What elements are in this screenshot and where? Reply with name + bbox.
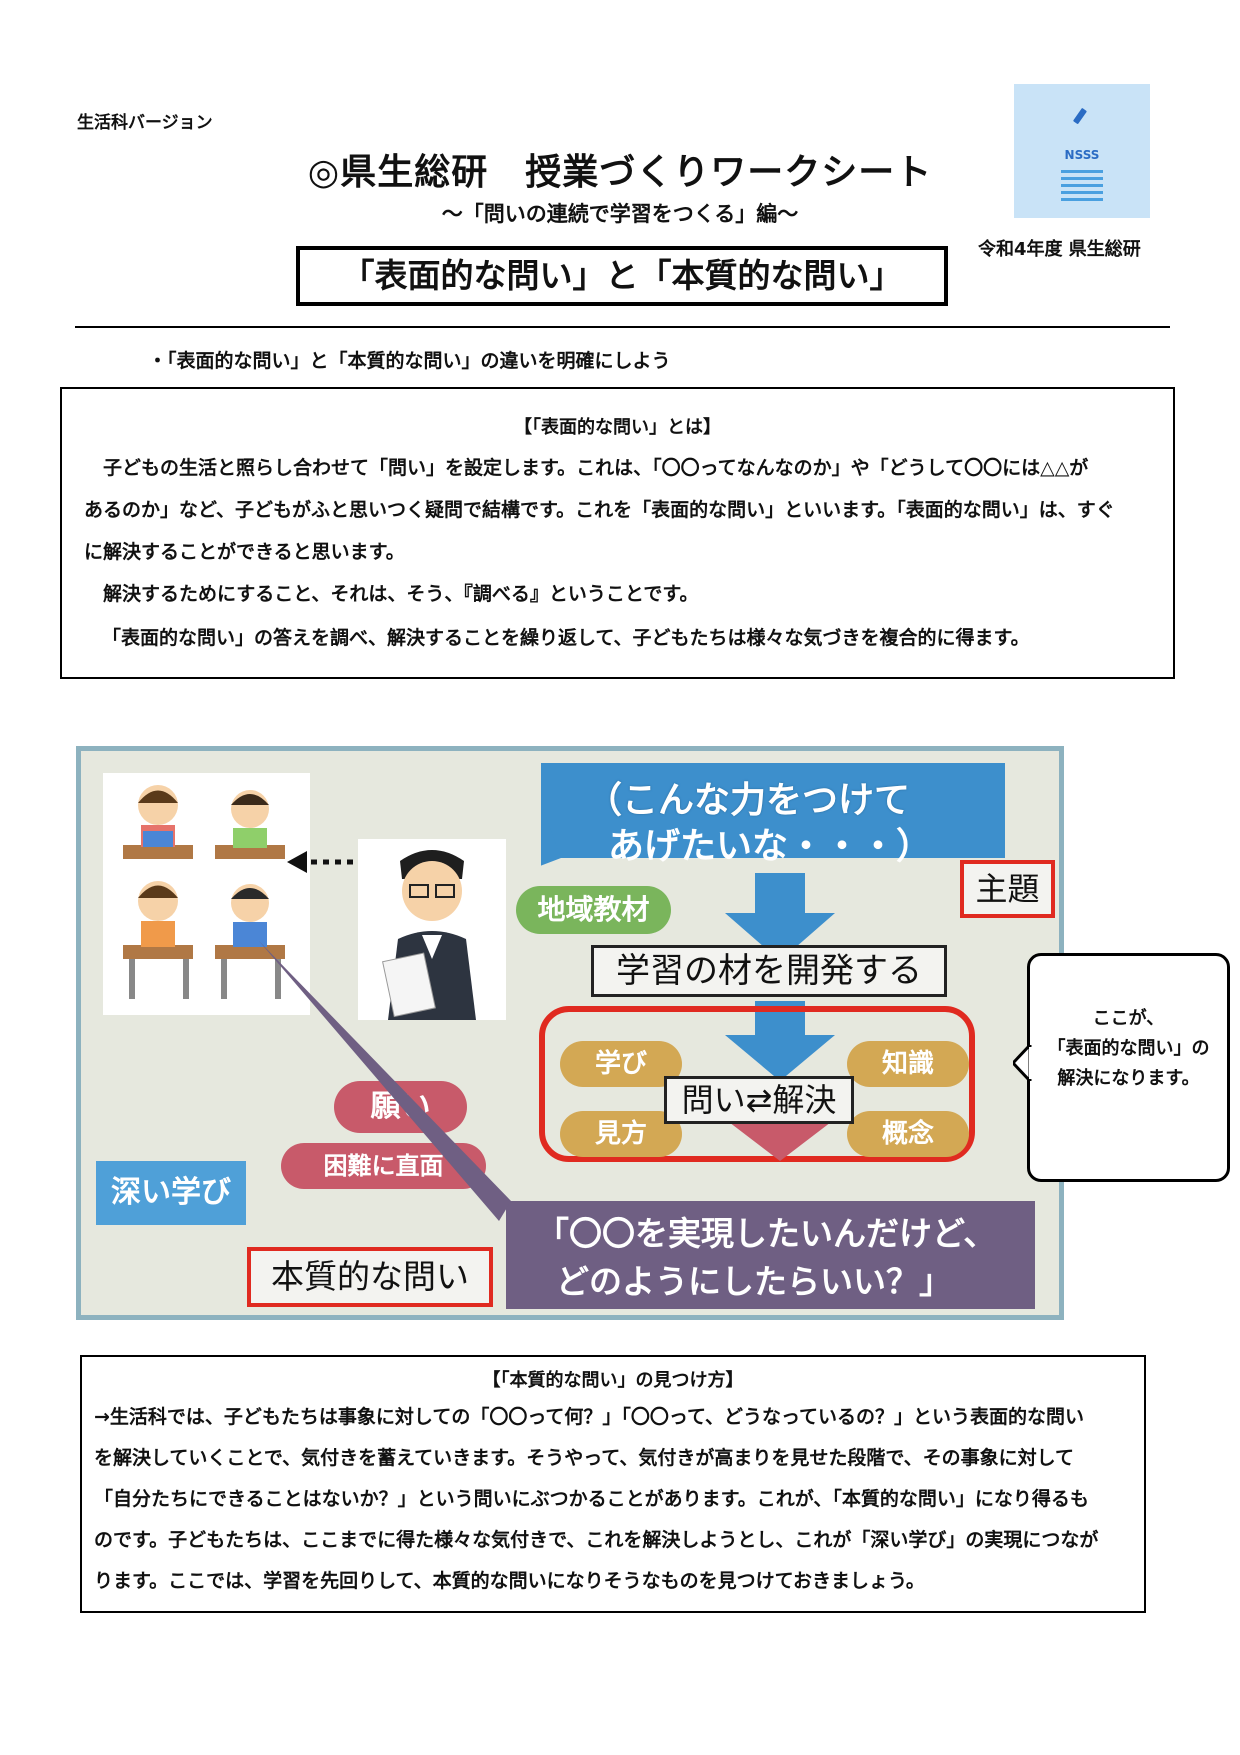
students-illustration: [103, 773, 310, 1015]
surface-box-line: 「表面的な問い」の答えを調べ、解決することを繰り返して、子どもたちは様々な気づき…: [102, 627, 1030, 649]
topic-heading: 「表面的な問い」と「本質的な問い」: [296, 246, 948, 306]
manabi-label: 学び: [560, 1041, 682, 1087]
essential-question-label: 本質的な問い: [247, 1247, 493, 1307]
deep-learning-label: 深い学び: [96, 1161, 246, 1225]
theme-label: 主題: [960, 860, 1055, 918]
surface-box-line: 子どもの生活と照らし合わせて「問い」を設定します。これは、「〇〇ってなんなのか」…: [84, 457, 1089, 479]
local-material-label: 地域教材: [516, 886, 671, 934]
chishiki-label: 知識: [847, 1041, 969, 1087]
goal-text-line2: あげたいな・・・）: [608, 826, 933, 867]
organization-label: 令和4年度 県生総研: [978, 239, 1141, 260]
callout-line: ここが、: [1092, 1008, 1165, 1029]
essential-box-line: →生活科では、子どもたちは事象に対しての「〇〇って何？」「〇〇って、どうなってい…: [94, 1406, 1085, 1428]
surface-box-heading: 【「表面的な問い」とは】: [514, 417, 721, 438]
essential-box-line: を解決していくことで、気付きを蓄えていきます。そうやって、気付きが高まりを見せた…: [94, 1447, 1075, 1469]
essential-box-line: ります。ここでは、学習を先回りして、本質的な問いになりそうなものを見つけておきま…: [94, 1570, 925, 1592]
essential-question-quote-box: [506, 1201, 1035, 1309]
essential-box-heading: 【「本質的な問い」の見つけ方】: [482, 1370, 744, 1391]
question-solution-frame: [539, 1006, 975, 1162]
intro-bullet: ・「表面的な問い」と「本質的な問い」の違いを明確にしよう: [148, 350, 671, 372]
goal-banner: [541, 763, 1005, 866]
page-title: ◎県生総研 授業づくりワークシート: [307, 152, 933, 193]
essential-box-line: 「自分たちにできることはないか？」という問いにぶつかることがあります。これが、「…: [94, 1488, 1089, 1510]
surface-box-line: 解決するためにすること、それは、そう、『調べる』ということです。: [84, 583, 699, 605]
gainen-label: 概念: [847, 1111, 969, 1157]
question-solution-label: 問い⇄解決: [664, 1076, 854, 1124]
essential-box-line: のです。子どもたちは、ここまでに得た様々な気付きで、これを解決しようとし、これが…: [94, 1529, 1099, 1551]
lesson-diagram: （こんな力をつけて あげたいな・・・） 主題 地域教材 学習の材を開発する 学び…: [76, 746, 1064, 1320]
essential-question-box: 【「本質的な問い」の見つけ方】 →生活科では、子どもたちは事象に対しての「〇〇っ…: [80, 1355, 1146, 1613]
pen-icon: [1073, 108, 1087, 124]
logo-text: NSSS: [1064, 148, 1100, 162]
surface-box-line: に解決することができると思います。: [84, 541, 405, 563]
callout-pointer: [1013, 1045, 1033, 1081]
surface-question-box: 【「表面的な問い」とは】 子どもの生活と照らし合わせて「問い」を設定します。これ…: [60, 387, 1175, 679]
pointer-line: [259, 941, 511, 1221]
down-arrow-icon: [725, 873, 835, 961]
develop-material-label: 学習の材を開発する: [591, 945, 947, 997]
quote-line2: どのようにしたらいい？」: [556, 1262, 952, 1301]
divider: [75, 326, 1170, 328]
nsss-logo: NSSS: [1014, 84, 1150, 218]
version-label: 生活科バージョン: [77, 113, 213, 133]
surface-box-line: あるのか」など、子どもがふと思いつく疑問で結構です。これを「表面的な問い」といい…: [84, 499, 1115, 521]
mikata-label: 見方: [560, 1111, 682, 1157]
quote-line1: 「〇〇を実現したいんだけど、: [536, 1214, 997, 1253]
page-subtitle: ～「問いの連続で学習をつくる」編～: [441, 202, 799, 226]
essential-box-body: →生活科では、子どもたちは事象に対しての「〇〇って何？」「〇〇って、どうなってい…: [94, 1397, 1139, 1602]
teacher-illustration: [358, 839, 506, 1020]
callout-box: ここが、 「表面的な問い」の 解決になります。: [1027, 953, 1230, 1182]
goal-text-line1: （こんな力をつけて: [586, 780, 911, 821]
callout-line: 解決になります。: [1057, 1068, 1200, 1089]
callout-line: 「表面的な問い」の: [1047, 1038, 1210, 1059]
